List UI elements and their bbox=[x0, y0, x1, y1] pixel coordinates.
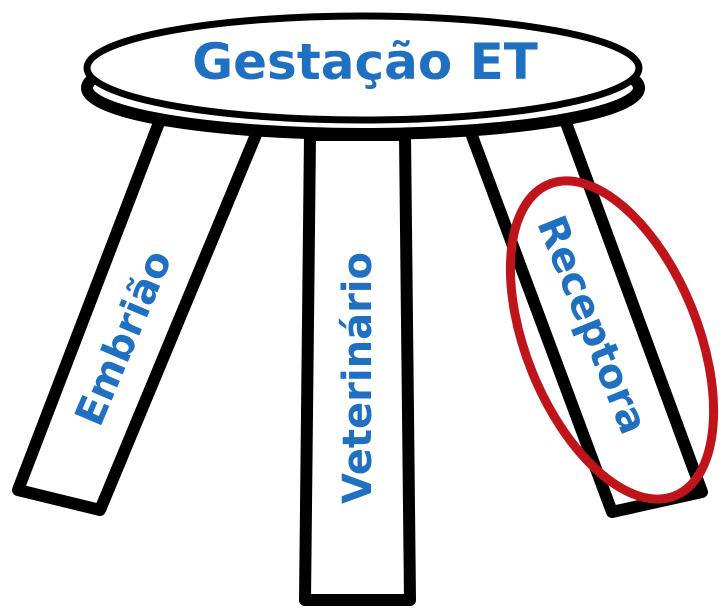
seat-title: Gestação ET bbox=[192, 33, 538, 91]
leg-middle: Veterinário bbox=[299, 129, 416, 606]
highlight-circle bbox=[505, 176, 719, 504]
seat-top bbox=[83, 12, 643, 124]
leg-middle-label: Veterinário bbox=[335, 252, 381, 504]
leg-left: Embrião bbox=[12, 114, 266, 516]
stool-seat: Gestação ET bbox=[81, 12, 645, 140]
